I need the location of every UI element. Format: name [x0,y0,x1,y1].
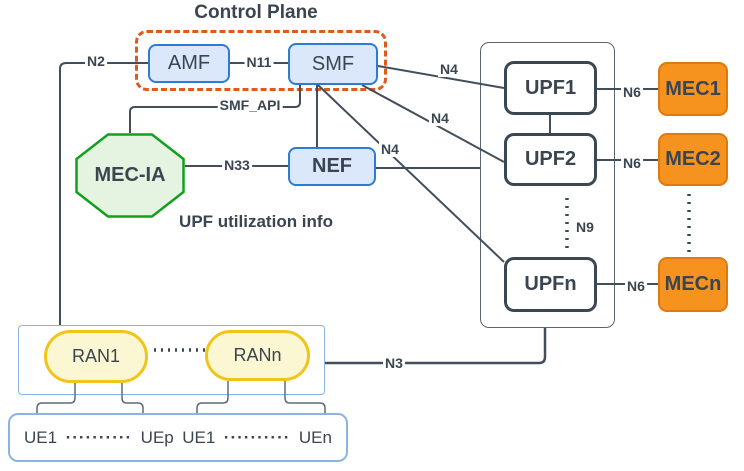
edge-label-n33: N33 [222,157,252,173]
node-amf-label: AMF [167,52,211,74]
node-rann-label: RANn [233,345,282,365]
node-mec1-label: MEC1 [665,77,721,100]
node-ran1: RAN1 [44,330,148,383]
edge-label-n3: N3 [383,355,405,371]
edge-label-n6-2: N6 [621,155,643,171]
edge-label-smf-api: SMF_API [217,97,283,113]
node-upf1: UPF1 [504,61,597,115]
node-mec2-label: MEC2 [665,148,721,170]
edge-n3-line [325,328,547,365]
node-rann: RANn [205,330,310,381]
node-upf2: UPF2 [504,133,597,186]
edge-label-n6-3: N6 [625,278,647,294]
node-upf1-label: UPF1 [524,76,577,99]
edge-label-n9: N9 [574,219,596,235]
node-mec-ia-label: MEC-IA [94,164,166,186]
ue-dots-a: ·········· [65,427,133,447]
node-smf: SMF [288,43,378,85]
ue1-label-a: UE1 [24,427,58,447]
node-nef: NEF [288,147,376,186]
node-upfn: UPFn [504,257,597,312]
node-smf-label: SMF [311,52,355,75]
ue-dots-b: ·········· [223,427,291,447]
control-plane-title: Control Plane [194,2,318,23]
node-mec2: MEC2 [658,133,728,186]
uen-label: UEn [298,427,332,447]
node-amf: AMF [148,44,230,83]
node-upf2-label: UPF2 [524,148,577,170]
edge-label-n4-upfn: N4 [379,141,401,157]
node-mec1: MEC1 [658,62,728,116]
edge-label-n11: N11 [244,54,274,70]
edge-label-n2: N2 [85,53,107,69]
upf-utilization-caption: UPF utilization info [179,212,333,231]
uep-label: UEp [140,427,174,447]
ue-group: UE1 ·········· UEp UE1 ·········· UEn [8,413,348,462]
node-ran1-label: RAN1 [71,346,120,366]
node-mecn-label: MECn [664,273,722,295]
node-mec-ia: MEC-IA [75,133,185,218]
node-upfn-label: UPFn [524,273,577,295]
ue1-label-b: UE1 [182,427,216,447]
node-nef-label: NEF [312,155,352,177]
edge-label-n6-1: N6 [621,84,643,100]
edge-label-n4-upf1: N4 [438,61,460,77]
edge-label-n4-upf2: N4 [429,110,451,126]
node-mecn: MECn [658,257,728,312]
